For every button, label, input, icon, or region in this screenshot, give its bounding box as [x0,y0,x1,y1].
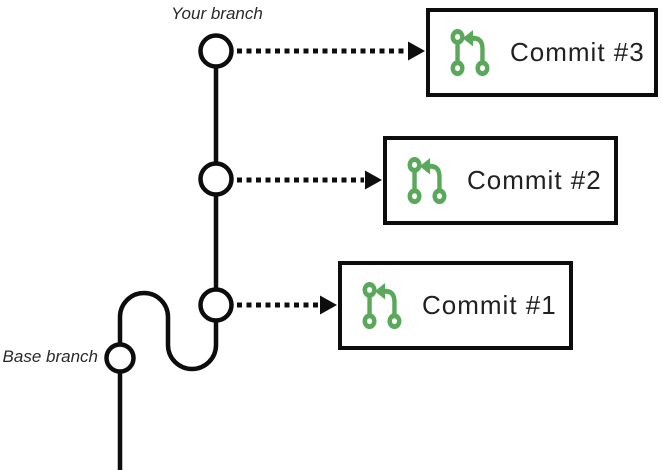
commit-label: Commit #1 [422,290,557,320]
arrow-head-commit-1 [320,295,337,315]
commit-label: Commit #2 [467,165,602,195]
your-branch-label: Your branch [171,4,263,23]
git-pull-request-icon [362,281,402,329]
commit-box-2: Commit #2 [383,136,618,225]
base-branch-label: Base branch [2,347,98,366]
git-pull-request-icon [450,28,490,76]
arrow-head-commit-3 [408,41,425,61]
commit-node-3 [198,33,234,69]
commit-node-2 [198,161,234,197]
base-branch-line [117,290,219,470]
commit-box-3: Commit #3 [426,8,658,97]
git-pull-request-icon [407,156,447,204]
commit-box-1: Commit #1 [338,261,573,350]
commit-label: Commit #3 [510,37,645,67]
arrow-head-commit-2 [365,170,382,190]
base-branch-node [104,342,136,374]
commit-node-1 [198,287,234,323]
